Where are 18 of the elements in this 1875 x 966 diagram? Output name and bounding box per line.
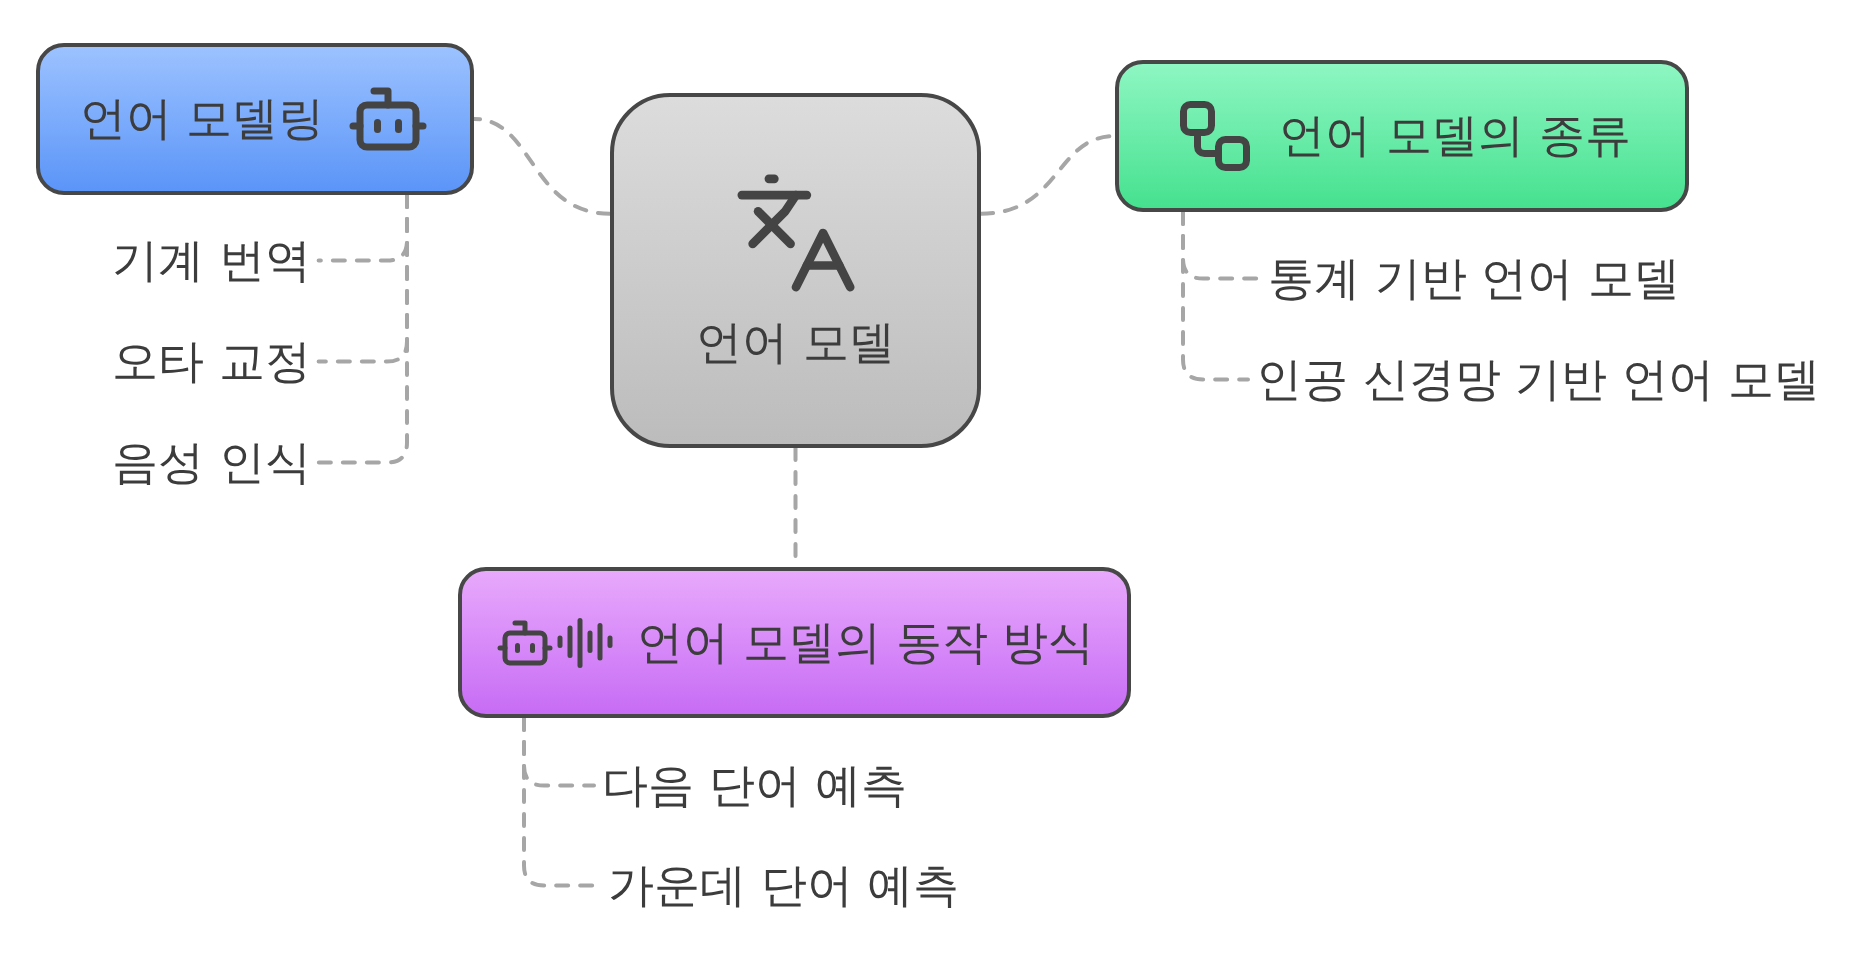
subtopic-label: 인공 신경망 기반 언어 모델 (1256, 352, 1821, 408)
topic-box (1115, 60, 1689, 212)
topic-title: 언어 모델링 (79, 90, 325, 147)
topic-box (36, 43, 474, 195)
topic-title: 언어 모델의 동작 방식 (636, 613, 1095, 671)
subtopic-label: 오타 교정 (112, 334, 311, 390)
subtopic-label: 다음 단어 예측 (602, 758, 908, 814)
topic-box (458, 567, 1131, 718)
topic-title: 언어 모델의 종류 (1279, 107, 1631, 164)
topic-box (610, 93, 981, 448)
topic-title: 언어 모델 (696, 313, 895, 371)
dashed-connector (1181, 210, 1250, 382)
subtopic-label: 통계 기반 언어 모델 (1268, 251, 1680, 307)
subtopic-label: 가운데 단어 예측 (608, 858, 960, 914)
subtopic-label: 기계 번역 (112, 233, 311, 289)
subtopic-label: 음성 인식 (112, 435, 311, 491)
dashed-connector (316, 193, 409, 465)
dashed-connector (472, 117, 612, 216)
